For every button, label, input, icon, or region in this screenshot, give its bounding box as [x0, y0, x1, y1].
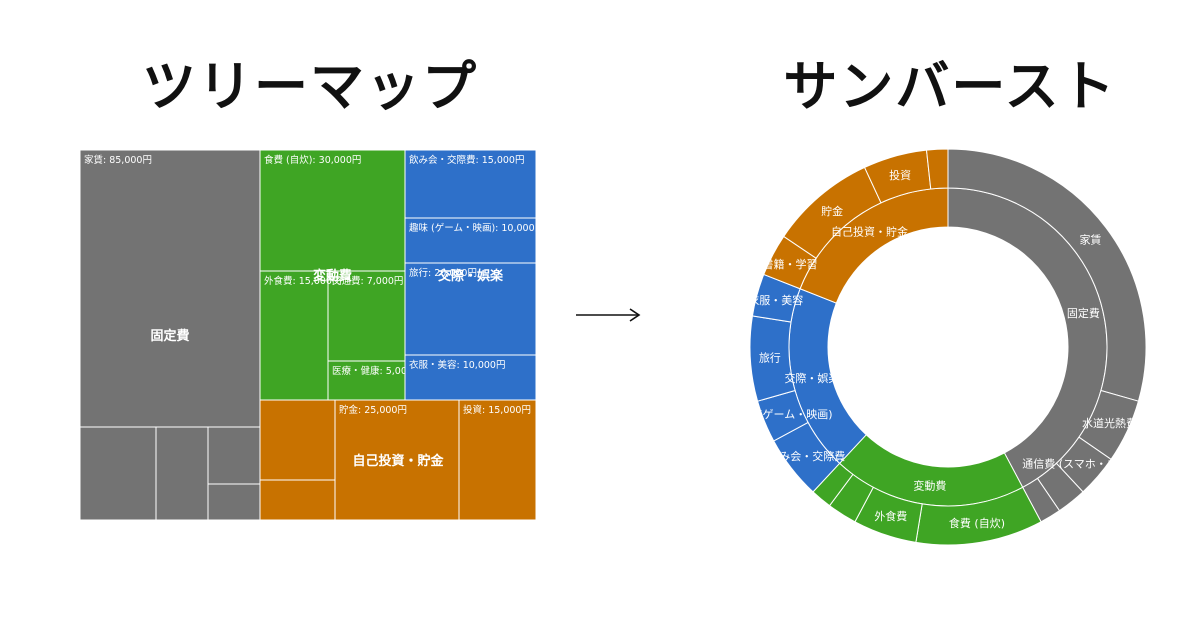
treemap-cell-label: 交通費: 7,000円: [332, 275, 403, 287]
treemap-title: ツリーマップ: [142, 55, 478, 118]
treemap-cell: [259, 399, 336, 481]
sunburst-label: 書籍・学習: [762, 257, 817, 271]
treemap-cell: [207, 426, 261, 485]
treemap-group-label: 固定費: [150, 328, 189, 344]
sunburst-label: 家賃: [1079, 232, 1101, 246]
sunburst-label: 通信費 (スマホ・ネット): [1022, 457, 1144, 471]
sunburst-label: 交際・娯楽: [784, 371, 839, 385]
sunburst-label: 飲み会・交際費: [768, 449, 845, 463]
treemap-cell: [404, 262, 536, 356]
treemap-cell: [80, 426, 157, 520]
sunburst-label: 趣味 (ゲーム・映画): [733, 407, 833, 421]
sunburst-label: 貯金: [821, 204, 843, 218]
sunburst-label: 衣服・美容: [748, 293, 803, 307]
treemap-cell-label: 医療・健康: 5,000円: [332, 365, 422, 377]
treemap-cell: [327, 270, 406, 362]
treemap-cell-label: 衣服・美容: 10,000円: [409, 359, 505, 371]
sunburst-label: 外食費: [874, 509, 907, 523]
treemap-cell-label: 外食費: 15,000円: [264, 275, 341, 287]
treemap-cell: [207, 483, 261, 520]
sunburst-label: 自己投資・貯金: [831, 225, 908, 239]
treemap-group-label: 交際・娯楽: [438, 268, 504, 284]
treemap-cell-label: 家賃: 85,000円: [84, 154, 152, 166]
treemap-group-label: 自己投資・貯金: [352, 453, 444, 469]
right-arrow-icon: [576, 308, 641, 322]
sunburst-label: 投資: [889, 168, 911, 182]
treemap-cell: [259, 150, 406, 272]
treemap-cell-label: 飲み会・交際費: 15,000円: [409, 154, 524, 166]
treemap-cell-label: 趣味 (ゲーム・映画): 10,000円: [409, 222, 536, 234]
treemap-cell: [259, 479, 336, 520]
sunburst-label: 旅行: [759, 351, 781, 365]
sunburst-label: 水道光熱費: [1082, 416, 1137, 430]
treemap-cell: [80, 150, 261, 428]
sunburst-outer-ring: [749, 148, 1147, 546]
treemap-cell: [334, 399, 460, 520]
sunburst-label: 食費 (自炊): [949, 516, 1005, 530]
treemap-group-label: 変動費: [313, 268, 352, 284]
sunburst-label: 固定費: [1067, 306, 1100, 320]
treemap-cell: [327, 360, 406, 401]
treemap-cell-label: 旅行: 20,000円: [409, 267, 477, 279]
sunburst-label: 変動費: [913, 478, 946, 492]
treemap-cell: [404, 354, 536, 401]
treemap-cell: [155, 426, 209, 520]
treemap-cell-label: 投資: 15,000円: [463, 404, 531, 416]
treemap-cell: [259, 270, 329, 401]
treemap-cell-label: 食費 (自炊): 30,000円: [264, 154, 361, 166]
sunburst-outer-slice: [925, 148, 949, 190]
treemap-cell: [458, 399, 536, 520]
sunburst-inner-ring: [788, 187, 1108, 507]
treemap-cell-label: 貯金: 25,000円: [339, 404, 407, 416]
sunburst-title: サンバースト: [783, 55, 1117, 118]
